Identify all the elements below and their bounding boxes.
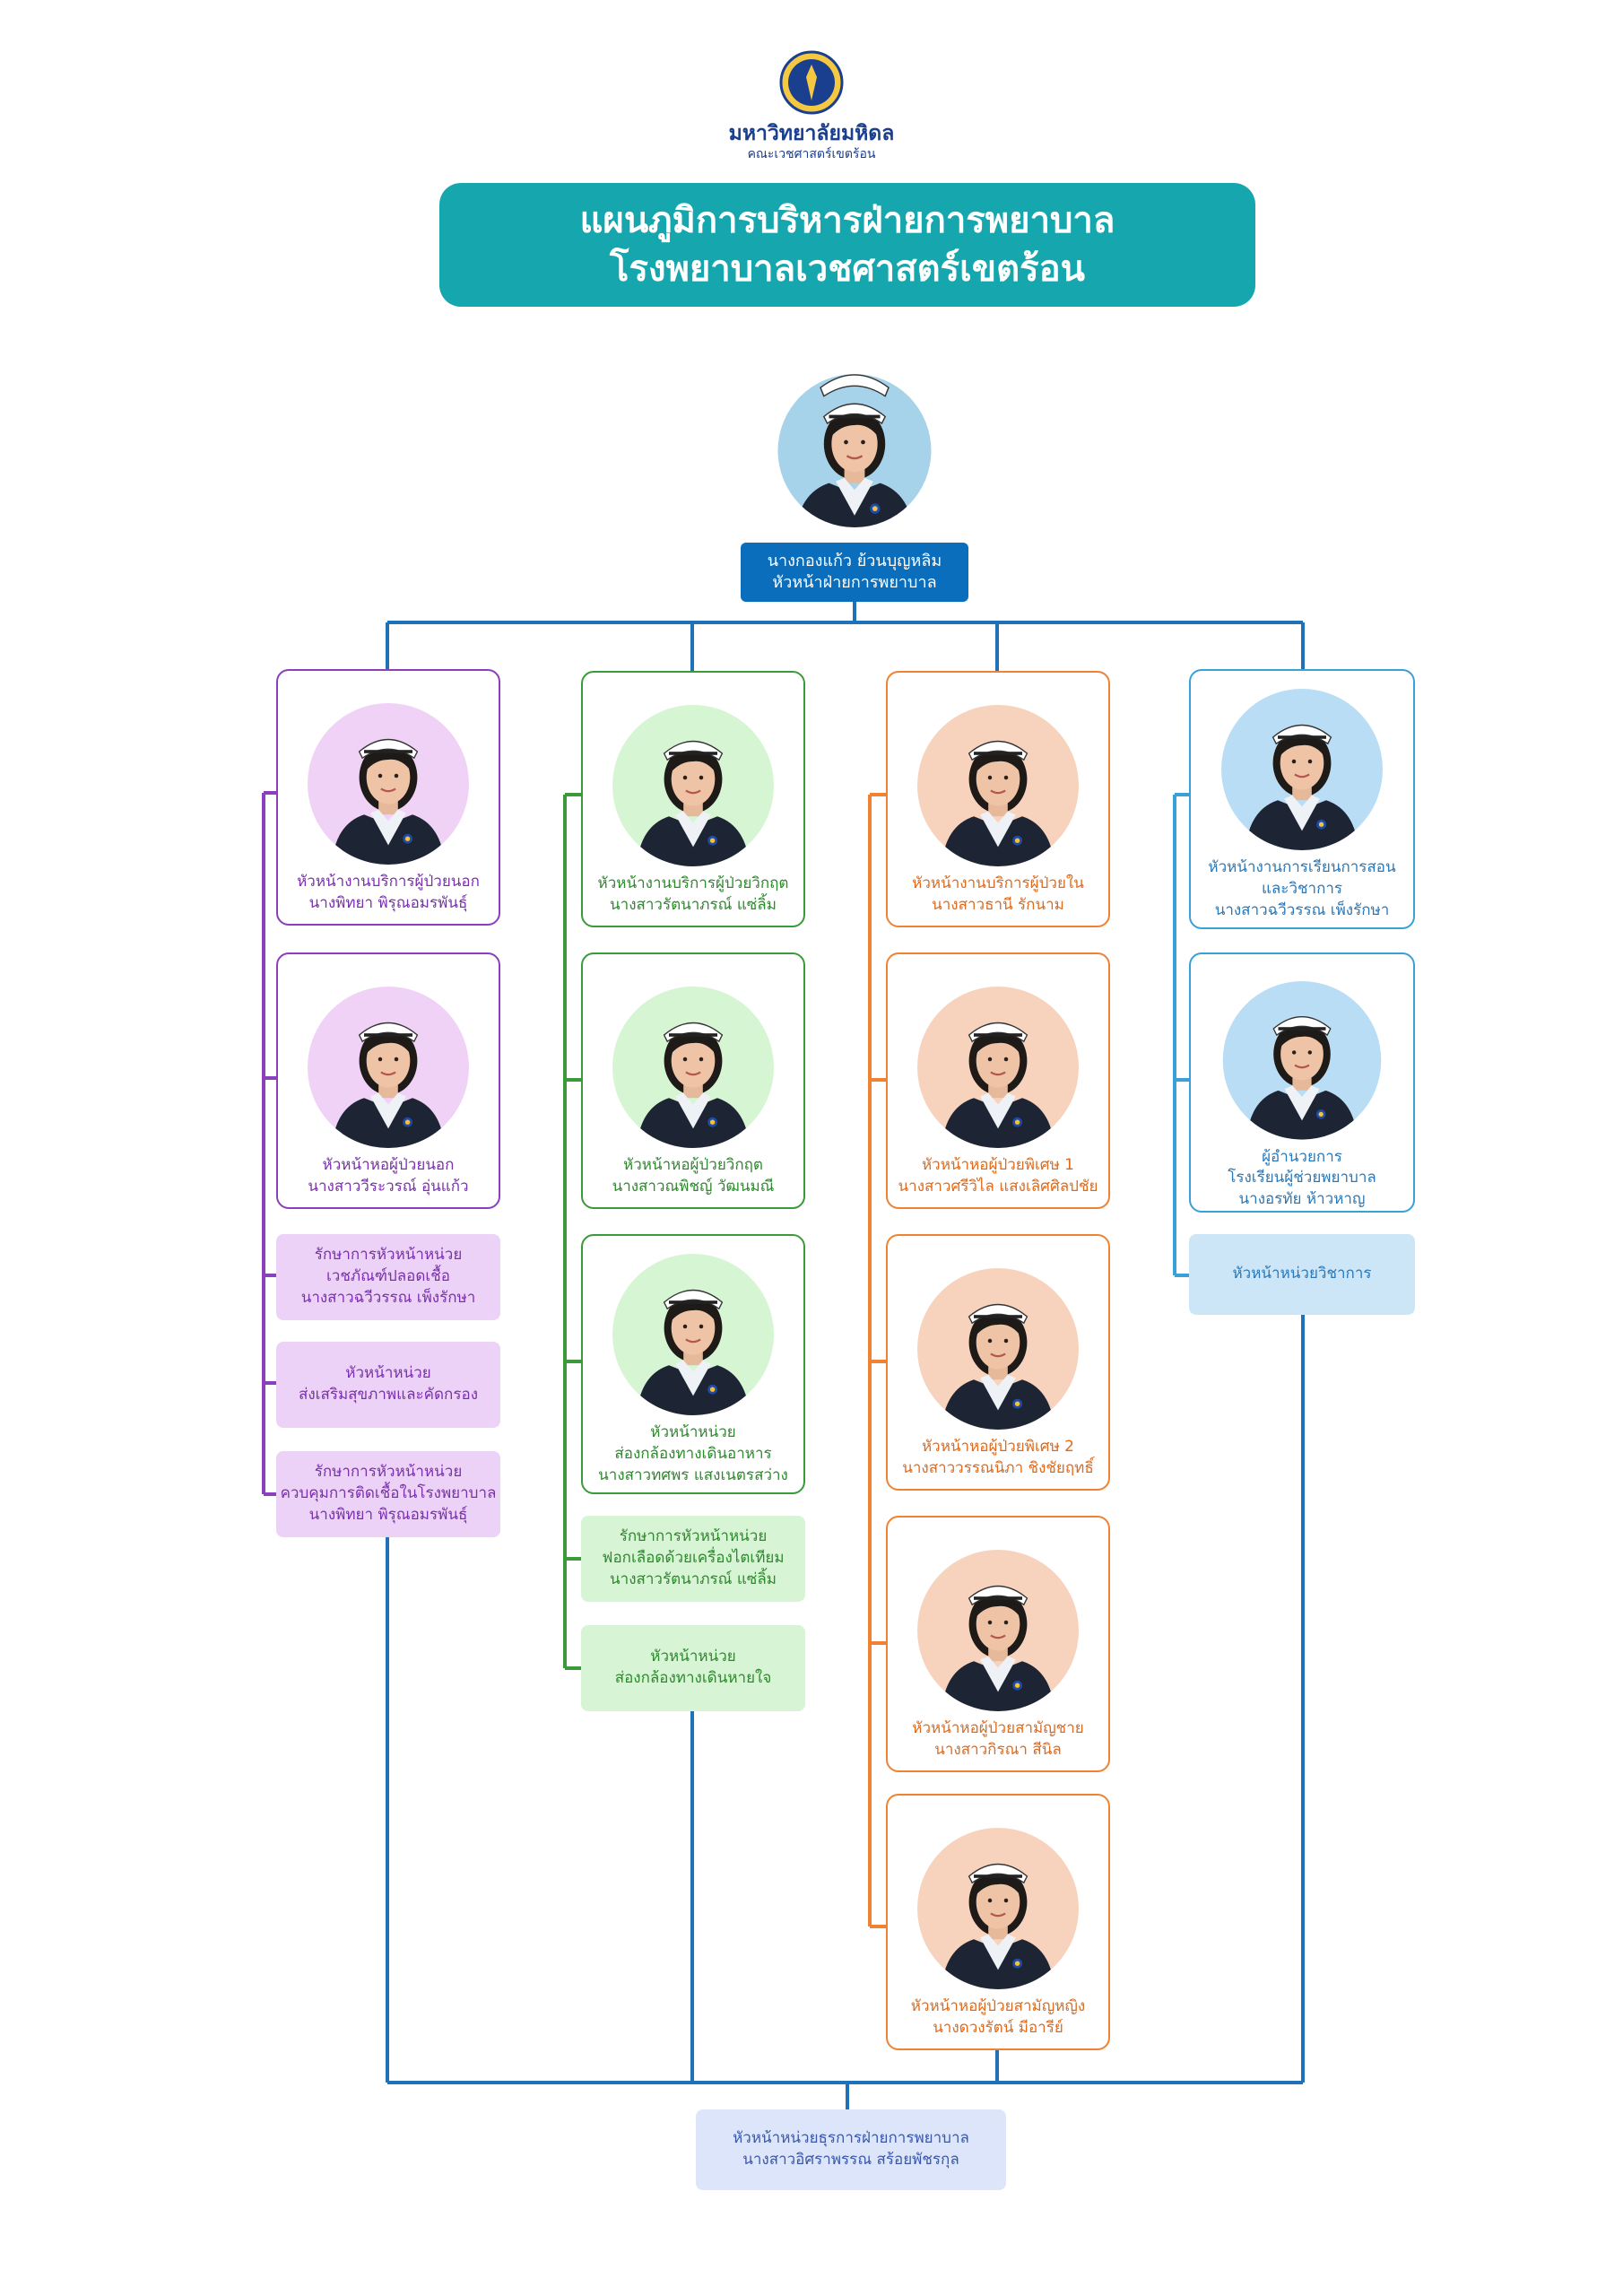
col4-box1-line1: หัวหน้าหน่วยวิชาการ [1232, 1265, 1372, 1283]
director-name: นางกองแก้ว ย้วนบุญหลิม [767, 551, 942, 570]
col3-card2-role: หัวหน้าหอผู้ป่วยพิเศษ 1 [921, 1156, 1075, 1174]
col1-box1-line3: นางสาวฉวีวรรณ เพ็งรักษา [300, 1288, 476, 1307]
col2-card-gi-endoscopy: หัวหน้าหน่วย ส่องกล้องทางเดินอาหาร นางสา… [581, 1234, 805, 1494]
portrait-photo [917, 1828, 1079, 1989]
col1-card2-role: หัวหน้าหอผู้ป่วยนอก [322, 1156, 455, 1174]
director-role: หัวหน้าฝ่ายการพยาบาล [772, 573, 937, 592]
mahidol-seal-icon [779, 50, 844, 115]
col4-card1-role2: และวิชาการ [1261, 879, 1343, 898]
col3-card3-role: หัวหน้าหอผู้ป่วยพิเศษ 2 [921, 1438, 1075, 1456]
portrait-photo [308, 703, 469, 865]
col2-box1-line2: ฟอกเลือดด้วยเครื่องไตเทียม [602, 1549, 785, 1568]
col2-box2-line1: หัวหน้าหน่วย [650, 1648, 736, 1666]
col1-box-sterile-supply: รักษาการหัวหน้าหน่วย เวชภัณฑ์ปลอดเชื้อ น… [276, 1234, 500, 1320]
director-label: นางกองแก้ว ย้วนบุญหลิม หัวหน้าฝ่ายการพยา… [741, 543, 968, 602]
portrait-photo [917, 1550, 1079, 1711]
portrait-photo [1221, 689, 1383, 850]
col2-card3-role1: หัวหน้าหน่วย [650, 1423, 736, 1441]
portrait-photo [917, 705, 1079, 866]
col2-box1-line3: นางสาวรัตนาภรณ์ แซ่ลิ้ม [610, 1570, 777, 1588]
portrait-photo [1222, 981, 1382, 1140]
col2-card3-role2: ส่องกล้องทางเดินอาหาร [614, 1444, 772, 1463]
admin-unit-box: หัวหน้าหน่วยธุรการฝ่ายการพยาบาล นางสาวอิ… [696, 2109, 1006, 2190]
portrait-photo [612, 1254, 774, 1415]
col3-card-female-ward: หัวหน้าหอผู้ป่วยสามัญหญิง นางดวงรัตน์ มี… [886, 1794, 1110, 2050]
col4-card-education: หัวหน้างานการเรียนการสอน และวิชาการ นางส… [1189, 669, 1415, 929]
col3-card1-name: นางสาวธานี รักนาม [932, 895, 1064, 914]
col1-card1-role: หัวหน้างานบริการผู้ป่วยนอก [297, 873, 480, 891]
col2-card-critical-ward: หัวหน้าหอผู้ป่วยวิกฤต นางสาวณพิชญ์ วัฒนม… [581, 952, 805, 1209]
col3-card5-role: หัวหน้าหอผู้ป่วยสามัญหญิง [910, 1997, 1086, 2015]
col4-card-nursing-school: ผู้อำนวยการ โรงเรียนผู้ช่วยพยาบาล นางอรท… [1189, 952, 1415, 1213]
col2-card1-role: หัวหน้างานบริการผู้ป่วยวิกฤต [597, 874, 789, 892]
portrait-photo [612, 987, 774, 1148]
col2-card-critical-service: หัวหน้างานบริการผู้ป่วยวิกฤต นางสาวรัตนา… [581, 671, 805, 927]
title-line-1: แผนภูมิการบริหารฝ่ายการพยาบาล [579, 200, 1115, 241]
col2-card2-name: นางสาวณพิชญ์ วัฒนมณี [612, 1177, 775, 1196]
col4-box-academic-unit: หัวหน้าหน่วยวิชาการ [1189, 1234, 1415, 1315]
col1-box3-line2: ควบคุมการติดเชื้อในโรงพยาบาล [280, 1484, 497, 1503]
col3-card5-name: นางดวงรัตน์ มีอารีย์ [933, 2018, 1063, 2037]
col3-card4-role: หัวหน้าหอผู้ป่วยสามัญชาย [912, 1719, 1084, 1737]
portrait-photo [308, 987, 469, 1148]
col3-card-private-ward-2: หัวหน้าหอผู้ป่วยพิเศษ 2 นางสาววรรณนิภา ช… [886, 1234, 1110, 1491]
col1-box1-line2: เวชภัณฑ์ปลอดเชื้อ [325, 1267, 450, 1286]
col1-card-outpatient-service: หัวหน้างานบริการผู้ป่วยนอก นางพิทยา พิรุ… [276, 669, 500, 926]
col2-box-bronchoscopy: หัวหน้าหน่วย ส่องกล้องทางเดินหายใจ [581, 1625, 805, 1711]
col4-card2-name: นางอรทัย ห้าวหาญ [1238, 1190, 1366, 1209]
col1-box2-line2: ส่งเสริมสุขภาพและคัดกรอง [298, 1386, 478, 1404]
col1-card-outpatient-ward: หัวหน้าหอผู้ป่วยนอก นางสาววีระวรณ์ อุ่นแ… [276, 952, 500, 1209]
col3-card4-name: นางสาวกิรณา สีนิล [934, 1740, 1062, 1759]
admin-unit-name: นางสาวอิศราพรรณ สร้อยพัชรกุล [742, 2151, 959, 2169]
col3-card-inpatient-service: หัวหน้างานบริการผู้ป่วยใน นางสาวธานี รัก… [886, 671, 1110, 927]
col1-box3-line1: รักษาการหัวหน้าหน่วย [314, 1463, 463, 1482]
col4-card2-role1: ผู้อำนวยการ [1262, 1147, 1342, 1166]
col2-card2-role: หัวหน้าหอผู้ป่วยวิกฤต [623, 1156, 763, 1174]
col1-box1-line1: รักษาการหัวหน้าหน่วย [314, 1246, 463, 1265]
col2-card3-name: นางสาวทศพร แสงเนตรสว่าง [598, 1465, 788, 1484]
director-photo [777, 374, 932, 527]
col4-card1-role1: หัวหน้างานการเรียนการสอน [1208, 858, 1396, 876]
col1-box-infection-control: รักษาการหัวหน้าหน่วย ควบคุมการติดเชื้อใน… [276, 1451, 500, 1537]
col3-card1-role: หัวหน้างานบริการผู้ป่วยใน [912, 874, 1084, 892]
university-name: มหาวิทยาลัยมหิดล [728, 122, 895, 145]
col2-box-hemodialysis: รักษาการหัวหน้าหน่วย ฟอกเลือดด้วยเครื่อง… [581, 1516, 805, 1602]
faculty-name: คณะเวชศาสตร์เขตร้อน [747, 146, 876, 161]
col3-card3-name: นางสาววรรณนิภา ชิงชัยฤทธิ์ [902, 1458, 1094, 1477]
col2-box2-line2: ส่องกล้องทางเดินหายใจ [614, 1669, 772, 1687]
col2-card1-name: นางสาวรัตนาภรณ์ แซ่ลิ้ม [610, 895, 777, 914]
col3-card-private-ward-1: หัวหน้าหอผู้ป่วยพิเศษ 1 นางสาวศรีวิไล แส… [886, 952, 1110, 1209]
col4-card1-name: นางสาวฉวีวรรณ เพ็งรักษา [1214, 900, 1390, 919]
col1-box-health-promotion: หัวหน้าหน่วย ส่งเสริมสุขภาพและคัดกรอง [276, 1342, 500, 1428]
portrait-photo [917, 987, 1079, 1148]
col1-card2-name: นางสาววีระวรณ์ อุ่นแก้ว [308, 1177, 469, 1196]
portrait-photo [917, 1268, 1079, 1430]
title-banner: แผนภูมิการบริหารฝ่ายการพยาบาล โรงพยาบาลเ… [439, 183, 1255, 307]
header-logo: มหาวิทยาลัยมหิดล คณะเวชศาสตร์เขตร้อน [632, 50, 991, 161]
col1-card1-name: นางพิทยา พิรุณอมรพันธุ์ [308, 893, 468, 912]
col1-box3-line3: นางพิทยา พิรุณอมรพันธุ์ [308, 1505, 468, 1524]
portrait-photo [612, 705, 774, 866]
col3-card2-name: นางสาวศรีวิไล แสงเลิศศิลปชัย [898, 1177, 1098, 1196]
col3-card-male-ward: หัวหน้าหอผู้ป่วยสามัญชาย นางสาวกิรณา สีน… [886, 1516, 1110, 1772]
col1-box2-line1: หัวหน้าหน่วย [345, 1364, 431, 1383]
title-line-2: โรงพยาบาลเวชศาสตร์เขตร้อน [610, 248, 1085, 290]
admin-unit-role: หัวหน้าหน่วยธุรการฝ่ายการพยาบาล [733, 2129, 969, 2148]
col4-card2-role2: โรงเรียนผู้ช่วยพยาบาล [1228, 1169, 1376, 1187]
col2-box1-line1: รักษาการหัวหน้าหน่วย [619, 1527, 768, 1546]
